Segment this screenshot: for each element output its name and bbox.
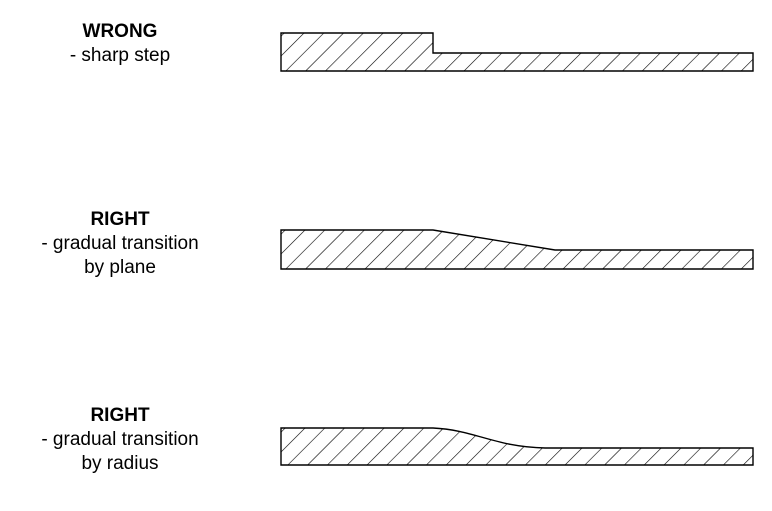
profile-radius-transition	[280, 427, 754, 466]
caption-description: - gradual transition	[41, 233, 199, 254]
caption-heading: RIGHT	[90, 209, 150, 230]
caption-heading: WRONG	[82, 21, 158, 42]
caption-wrong-sharp-step: WRONG - sharp step	[0, 20, 240, 68]
caption-description-method: by radius	[81, 453, 159, 474]
profile-sharp-step	[280, 32, 754, 72]
caption-description-method: by plane	[84, 257, 156, 278]
caption-description: - gradual transition	[41, 429, 199, 450]
profile-plane-transition	[280, 229, 754, 270]
caption-heading: RIGHT	[90, 405, 150, 426]
caption-right-radius-transition: RIGHT - gradual transition by radius	[0, 404, 240, 476]
caption-description: - sharp step	[69, 45, 171, 66]
caption-right-plane-transition: RIGHT - gradual transition by plane	[0, 208, 240, 280]
